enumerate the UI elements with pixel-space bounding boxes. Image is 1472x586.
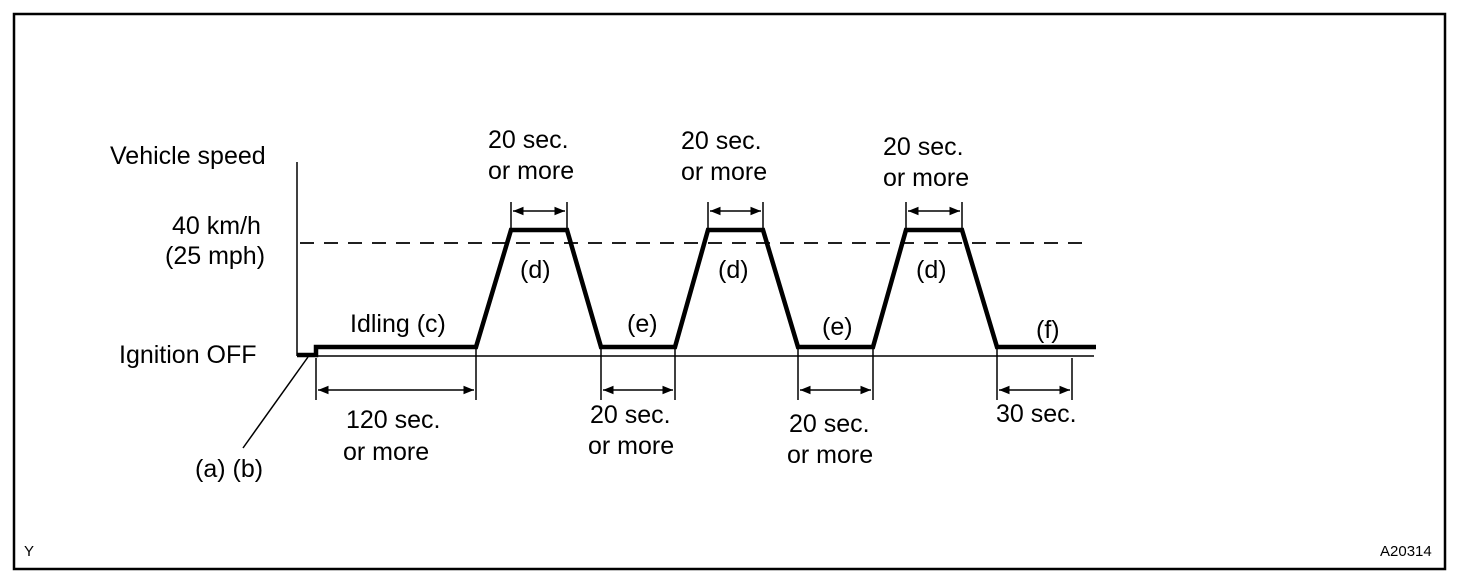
d2-label: (d)	[718, 256, 749, 284]
f-label: (f)	[1036, 316, 1060, 344]
d-duration-markers	[510, 202, 963, 228]
corner-left-mark: Y	[24, 543, 34, 560]
figure-code: A20314	[1380, 543, 1432, 560]
d3-duration-line2: or more	[883, 164, 969, 192]
d1-duration-line1: 20 sec.	[488, 126, 569, 154]
d3-label: (d)	[916, 256, 947, 284]
d1-label: (d)	[520, 256, 551, 284]
d3-duration-line1: 20 sec.	[883, 133, 964, 161]
c-duration-line1: 120 sec.	[346, 406, 441, 434]
c-duration-line2: or more	[343, 438, 429, 466]
e2-duration-line2: or more	[787, 441, 873, 469]
d2-duration-line1: 20 sec.	[681, 127, 762, 155]
e1-duration-line1: 20 sec.	[590, 401, 671, 429]
ignition-off-label: Ignition OFF	[119, 341, 257, 369]
speed-profile-line	[297, 227, 1096, 358]
ab-label: (a) (b)	[195, 455, 263, 483]
e1-duration-line2: or more	[588, 432, 674, 460]
e1-label: (e)	[627, 310, 658, 338]
y-axis-label: Vehicle speed	[110, 142, 266, 170]
figure-border	[12, 12, 1447, 571]
speed-value-label: 40 km/h	[172, 212, 261, 240]
e2-label: (e)	[822, 313, 853, 341]
d2-duration-line2: or more	[681, 158, 767, 186]
idling-label: Idling (c)	[350, 310, 446, 338]
bottom-duration-markers	[315, 349, 1073, 400]
ab-leader-line	[242, 356, 309, 449]
d1-duration-line2: or more	[488, 157, 574, 185]
f-duration-label: 30 sec.	[996, 400, 1077, 428]
speed-value-mph-label: (25 mph)	[165, 242, 265, 270]
e2-duration-line1: 20 sec.	[789, 410, 870, 438]
